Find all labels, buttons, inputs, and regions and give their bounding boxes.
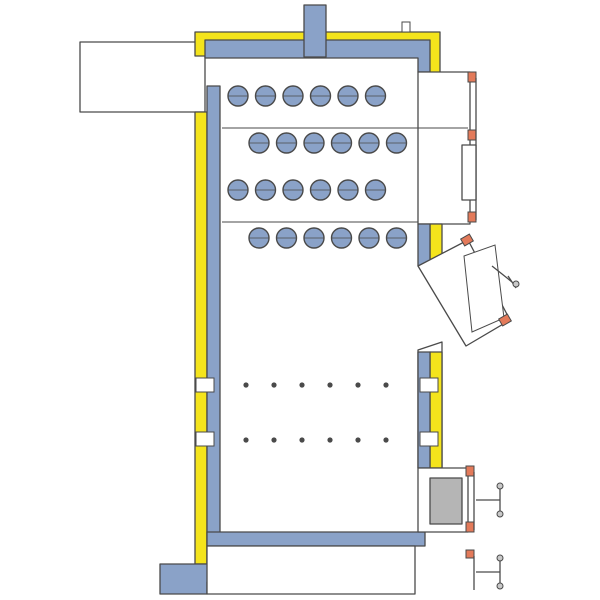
chimney-stub <box>303 4 327 58</box>
ash-door-handle-icon[interactable] <box>476 482 504 518</box>
ash-door-gasket-top <box>465 465 475 477</box>
air-hole <box>383 382 389 388</box>
air-hole <box>243 382 249 388</box>
loading-door-gasket-top <box>467 71 477 83</box>
base-door-gasket-top <box>465 549 475 559</box>
left-water-jacket <box>206 85 221 565</box>
loading-door-gasket-bottom <box>467 211 477 223</box>
grate-bracket-right-lower <box>419 431 439 447</box>
air-hole <box>383 437 389 443</box>
base-door-handle-icon[interactable] <box>476 554 504 590</box>
grate-bracket-left-upper <box>195 377 215 393</box>
base-plate <box>206 545 416 595</box>
left-insulation <box>194 111 208 565</box>
ash-door-gasket-bottom <box>465 521 475 533</box>
air-hole <box>271 437 277 443</box>
air-hole <box>355 382 361 388</box>
heat-exchanger-tubes <box>227 85 408 249</box>
fuel-door-handle-icon[interactable] <box>491 265 520 289</box>
top-fitting <box>401 21 411 33</box>
right-lower-insulation <box>429 351 443 469</box>
grate-bracket-right-upper <box>419 377 439 393</box>
loading-door[interactable] <box>461 144 477 201</box>
air-hole <box>327 437 333 443</box>
air-hole <box>355 437 361 443</box>
air-hole <box>271 382 277 388</box>
ash-tray <box>429 477 463 525</box>
grate-bracket-left-lower <box>195 431 215 447</box>
bottom-water-jacket <box>206 531 426 547</box>
loading-door-gasket-mid <box>467 129 477 141</box>
flue-duct <box>79 41 206 113</box>
air-holes <box>243 382 389 443</box>
fuel-door-gasket-top <box>459 233 475 247</box>
air-hole <box>299 437 305 443</box>
air-hole <box>299 382 305 388</box>
right-upper-jacket <box>417 223 431 267</box>
right-lower-jacket <box>417 351 431 469</box>
air-hole <box>327 382 333 388</box>
fuel-door-gasket-bottom <box>497 313 513 327</box>
air-hole <box>243 437 249 443</box>
